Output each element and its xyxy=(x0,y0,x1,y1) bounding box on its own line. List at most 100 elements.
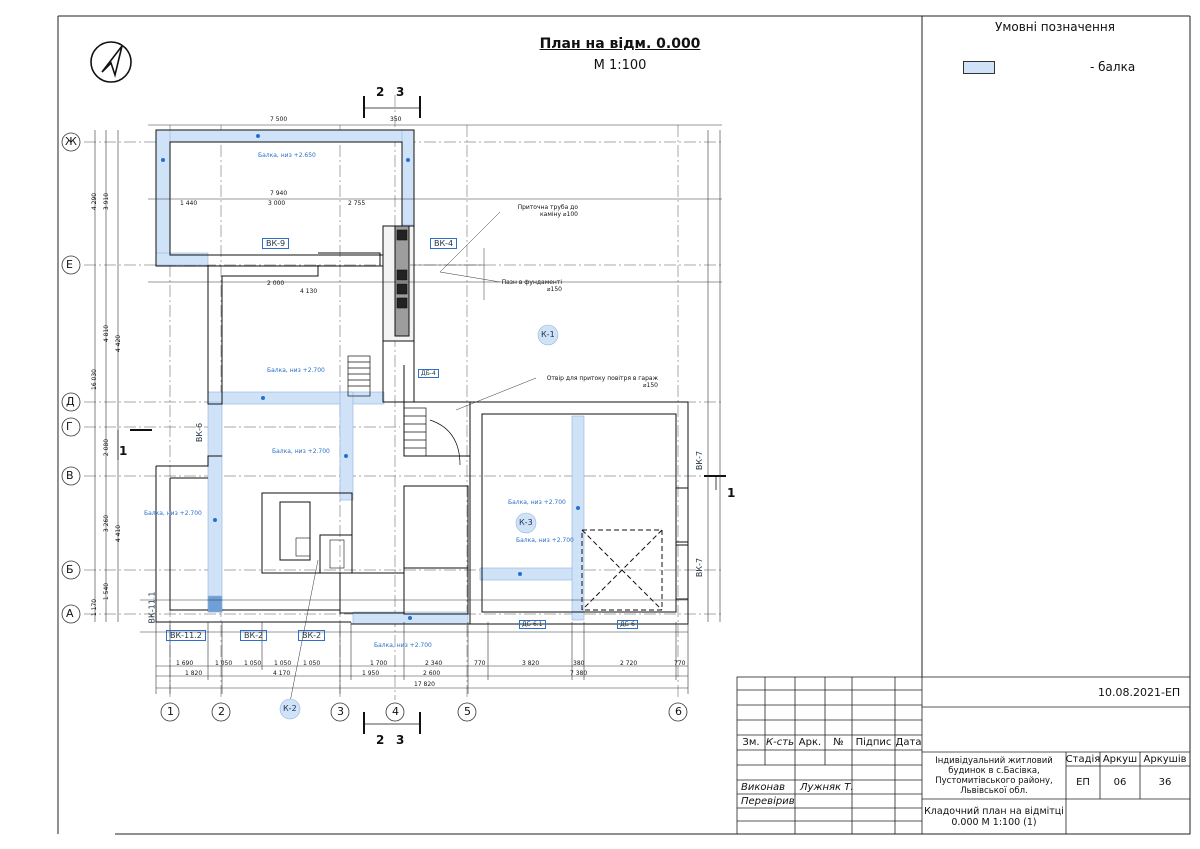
project-name: Індивідуальний житловий будинок в с.Басі… xyxy=(935,755,1053,796)
dim-bottom: 770 xyxy=(474,660,486,667)
dim-bottom: 2 720 xyxy=(620,660,638,667)
beam-label: Балка, низ +2.700 xyxy=(508,499,566,506)
axis-label-h: Г xyxy=(66,420,73,433)
mark-vk11-2: ВК-11.2 xyxy=(166,630,206,641)
dim-left: 4 410 xyxy=(115,524,123,543)
dim-top: 7 940 xyxy=(270,190,288,197)
column-markers xyxy=(279,324,559,720)
header-date: Дата xyxy=(895,737,922,748)
dim-left: 3 260 xyxy=(103,514,111,533)
dim-bottom: 380 xyxy=(573,660,585,667)
note-garage-air: Отвір для притоку повітря в гараж ⌀150 xyxy=(546,375,658,389)
mark-db4: ДБ-4 xyxy=(418,369,439,378)
dim-top: 2 755 xyxy=(348,200,366,207)
header-number: № xyxy=(833,737,844,748)
header-qty: К-сть xyxy=(766,737,794,748)
axis-label-e: Е xyxy=(66,258,73,271)
dim-left: 4 290 xyxy=(91,192,99,211)
dim-bottom: 2 340 xyxy=(425,660,443,667)
dim-top: 7 500 xyxy=(270,116,288,123)
made-by-name: Лужняк Т. xyxy=(800,782,854,793)
sheets-header: Аркушів xyxy=(1143,753,1187,765)
mark-vk6: ВК-6 xyxy=(195,422,205,443)
date-code: 10.08.2021-ЕП xyxy=(1098,686,1181,699)
mark-vk2-a: ВК-2 xyxy=(240,630,268,641)
section-mark-1-left: 1 xyxy=(119,444,128,458)
section-mark-2-bottom: 2 xyxy=(376,733,385,747)
section-mark-3-top: 3 xyxy=(396,85,405,99)
mark-vk2-b: ВК-2 xyxy=(298,630,326,641)
header-sheet: Арк. xyxy=(798,737,822,748)
mark-vk7-bottom: ВК-7 xyxy=(695,557,705,578)
mark-vk4: ВК-4 xyxy=(430,238,458,249)
axis-label-1: 1 xyxy=(167,705,174,718)
dim-bottom-2: 1 950 xyxy=(362,670,380,677)
dim-bottom: 1 690 xyxy=(176,660,194,667)
dim-left: 2 080 xyxy=(103,438,111,457)
axis-label-zh: Ж xyxy=(65,135,77,148)
section-mark-1-right: 1 xyxy=(727,486,736,500)
axis-label-2: 2 xyxy=(218,705,225,718)
beam-label: Балка, низ +2.700 xyxy=(516,537,574,544)
section-cut-lines xyxy=(130,96,726,734)
dim-bottom: 1 050 xyxy=(274,660,292,667)
beam-label: Балка, низ +2.700 xyxy=(144,510,202,517)
dim-total: 17 820 xyxy=(414,681,435,688)
axis-label-b: Б xyxy=(66,563,74,576)
dim-left: 1 540 xyxy=(103,582,111,601)
legend-beam-swatch xyxy=(963,61,995,74)
mark-k3: К-3 xyxy=(519,518,533,527)
section-mark-3-bottom: 3 xyxy=(396,733,405,747)
sheet-header: Аркуш xyxy=(1102,753,1138,765)
dim-bottom: 1 050 xyxy=(303,660,321,667)
plan-scale: М 1:100 xyxy=(593,58,647,73)
stage-header: Стадія xyxy=(1065,753,1101,765)
note-foundation-hole: Пазн в фундаменті ⌀150 xyxy=(501,279,562,293)
dim-bottom-2: 1 820 xyxy=(185,670,203,677)
walls xyxy=(155,129,689,625)
section-mark-2-top: 2 xyxy=(376,85,385,99)
dim-bottom: 1 050 xyxy=(215,660,233,667)
beam-label: Балка, низ +2.700 xyxy=(374,642,432,649)
dim-left: 16 030 xyxy=(91,369,98,390)
header-signature: Підпис xyxy=(855,737,892,748)
mark-k2: К-2 xyxy=(283,704,297,713)
note-chimney-pipe: Приточна труба до каміну ⌀100 xyxy=(517,204,578,218)
axis-label-a: А xyxy=(66,607,74,620)
legend-title: Умовні позначення xyxy=(995,20,1115,34)
mark-vk9: ВК-9 xyxy=(262,238,290,249)
sheet-value: 06 xyxy=(1113,777,1127,788)
north-arrow-icon xyxy=(90,41,132,83)
header-change: Зм. xyxy=(742,737,760,748)
dim-left: 1 170 xyxy=(91,598,99,617)
mark-db6: ДБ-6 xyxy=(617,620,638,629)
checked-label: Перевірив xyxy=(741,796,795,807)
axis-label-d: Д xyxy=(66,395,75,408)
axis-label-5: 5 xyxy=(464,705,471,718)
dim-bottom: 770 xyxy=(674,660,686,667)
beam-label: Балка, низ +2.650 xyxy=(258,152,316,159)
mark-vk7-top: ВК-7 xyxy=(695,450,705,471)
dim-left: 3 910 xyxy=(103,192,111,211)
dim-bottom: 1 700 xyxy=(370,660,388,667)
dim-left: 4 810 xyxy=(103,324,111,343)
drawing-title: Кладочний план на відмітці 0.000 М 1:100… xyxy=(924,806,1064,828)
dim-top: 4 130 xyxy=(300,288,318,295)
mark-k1: К-1 xyxy=(541,330,555,339)
dim-top: 2 000 xyxy=(267,280,285,287)
beam-label: Балка, низ +2.700 xyxy=(272,448,330,455)
mark-vk11-1: ВК-11.1 xyxy=(147,591,157,624)
dim-bottom: 3 820 xyxy=(522,660,540,667)
axis-label-6: 6 xyxy=(675,705,682,718)
axis-label-4: 4 xyxy=(392,705,399,718)
dim-top: 3 000 xyxy=(268,200,286,207)
plan-title: План на відм. 0.000 xyxy=(539,36,701,52)
staircase xyxy=(347,355,461,466)
sheet-frame xyxy=(57,15,1191,835)
axis-label-3: 3 xyxy=(337,705,344,718)
dimension-lines xyxy=(94,124,722,689)
dim-bottom-2: 7 380 xyxy=(570,670,588,677)
beam-label: Балка, низ +2.700 xyxy=(267,367,325,374)
